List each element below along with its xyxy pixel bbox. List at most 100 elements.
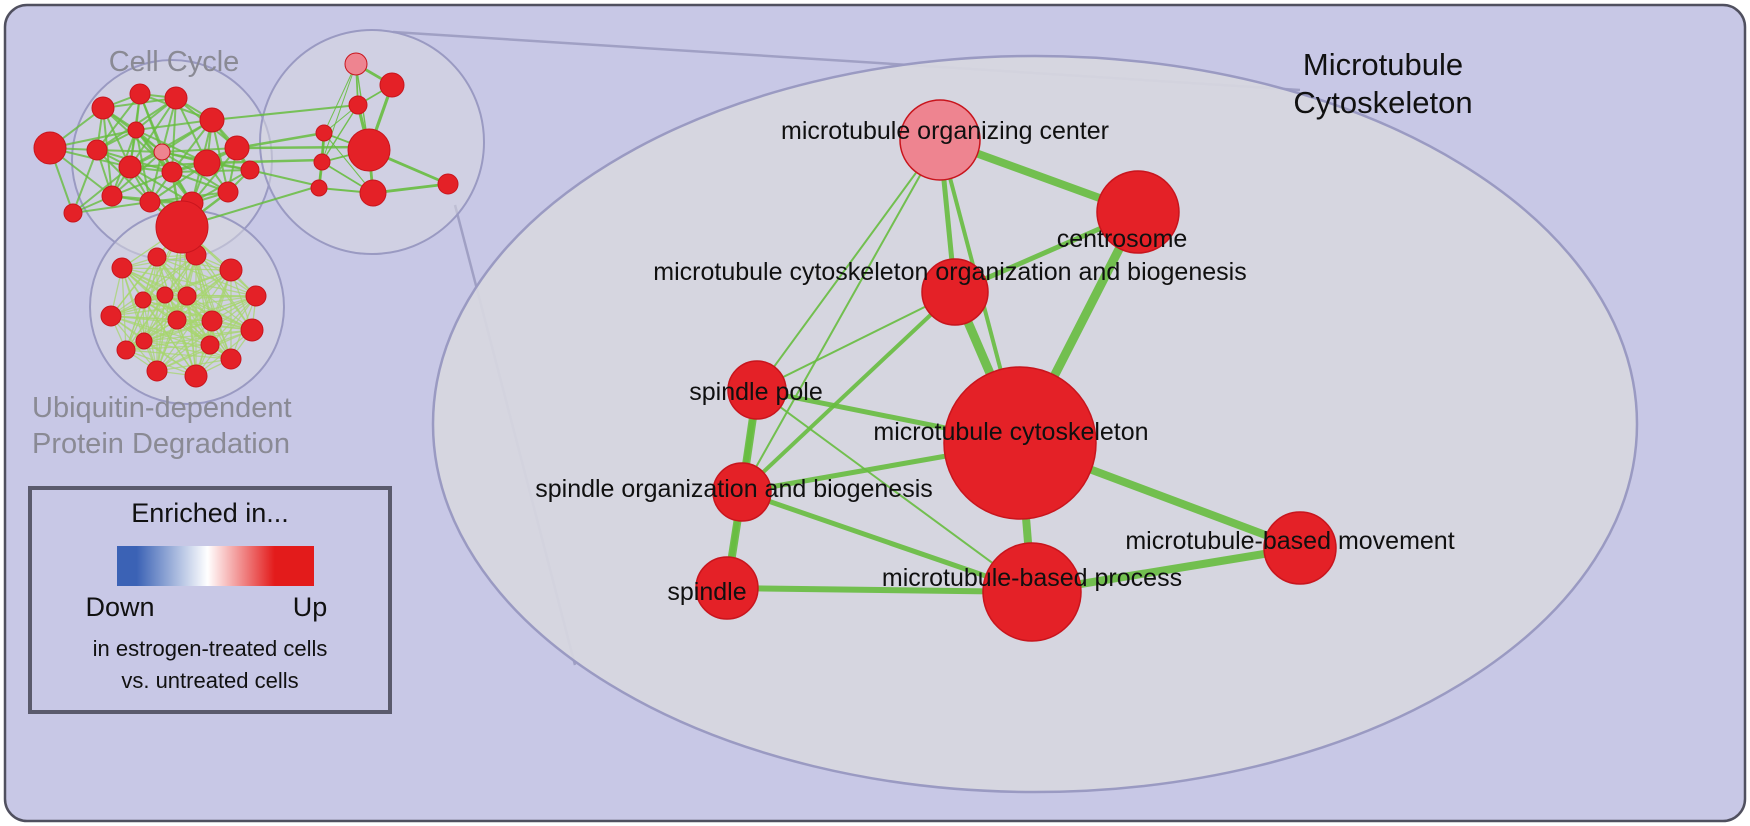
overview-edge: [135, 119, 213, 131]
zoom-node-cen: [1096, 170, 1180, 254]
overview-edge: [72, 201, 151, 214]
overview-node: [156, 286, 174, 304]
overview-mt-edge: [323, 63, 357, 134]
overview-edge: [209, 269, 232, 346]
zoom-edge-sp-mbp: [756, 389, 1033, 593]
overview-edge: [156, 294, 166, 372]
overview-edge: [164, 269, 232, 296]
overview-node: [201, 310, 223, 332]
zoom-node-spn: [695, 556, 759, 620]
overview-node-mc: [347, 128, 391, 172]
zoom-node-mcob: [921, 258, 989, 326]
overview-node: [245, 285, 267, 307]
overview-node: [91, 96, 115, 120]
overview-node: [199, 107, 225, 133]
overview-node: [220, 348, 242, 370]
overview-node: [116, 340, 136, 360]
overview-node: [101, 185, 123, 207]
overview-node: [167, 310, 187, 330]
overview-edge: [125, 344, 211, 351]
overview-edge: [164, 294, 211, 346]
overview-node: [193, 149, 221, 177]
overview-inter-edge: [236, 145, 370, 150]
zoom-edge-moc-sob: [741, 139, 941, 493]
overview-edge: [186, 295, 253, 331]
overview-inter-edge: [211, 104, 359, 121]
overview-node-cen: [379, 72, 405, 98]
overview-edge: [111, 171, 173, 197]
overview-node: [240, 160, 260, 180]
overview-node-mbm: [437, 173, 459, 195]
overview-node: [118, 155, 142, 179]
overview-node-mbp: [359, 179, 387, 207]
overview-node: [135, 332, 153, 350]
overview-node: [184, 364, 208, 388]
overview-node: [86, 139, 108, 161]
overview-edge: [156, 295, 257, 372]
overview-edge: [143, 295, 257, 342]
overview-mt-edge: [321, 104, 359, 163]
overview-edge: [161, 147, 238, 153]
overview-edge: [96, 149, 163, 153]
overview-node: [240, 318, 264, 342]
overview-edge: [96, 93, 141, 151]
overview-edge: [72, 149, 98, 214]
overview-edge: [102, 107, 113, 197]
overview-node: [139, 191, 161, 213]
zoom-node-label-mcob: microtubule cytoskeleton organization an…: [653, 258, 1246, 286]
overview-node: [177, 286, 197, 306]
overview-node: [127, 121, 145, 139]
overview-node: [63, 203, 83, 223]
zoom-node-label-sp: spindle pole: [689, 378, 822, 406]
overview-node: [100, 305, 122, 327]
overview-edge: [72, 166, 131, 214]
zoom-node-label-mbp: microtubule-based process: [882, 564, 1182, 592]
overview-node: [219, 258, 243, 282]
overview-node-spn: [310, 179, 328, 197]
overview-node: [33, 131, 67, 165]
zoom-edge-mcob-sp: [756, 291, 956, 391]
overview-node: [217, 181, 239, 203]
overview-node: [224, 135, 250, 161]
overview-edge: [110, 254, 197, 317]
overview-mt-edge: [321, 63, 357, 163]
zoom-node-mc: [943, 366, 1097, 520]
overview-edge: [143, 340, 211, 346]
zoom-node-label-mc: microtubule cytoskeleton: [873, 418, 1148, 446]
overview-node: [161, 161, 183, 183]
overview-bridge-node: [155, 200, 209, 254]
zoom-node-mbp: [982, 542, 1082, 642]
zoom-edge-sob-mbp: [741, 489, 1033, 595]
zoom-node-sp: [727, 360, 787, 420]
zoom-edge-mcob-sob: [740, 290, 957, 494]
zoom-node-label-moc: microtubule organizing center: [781, 117, 1109, 145]
overview-node: [111, 257, 133, 279]
overview-edge: [125, 349, 232, 360]
overview-edge: [129, 119, 213, 168]
overview-node: [134, 291, 152, 309]
zoom-edge-moc-sp: [756, 139, 941, 391]
zoom-node-moc: [899, 99, 981, 181]
overview-node: [147, 247, 167, 267]
overview-inter-edge: [249, 169, 320, 187]
overview-node: [129, 83, 151, 105]
zoom-node-label-spn: spindle: [667, 578, 746, 606]
overview-edge: [156, 256, 257, 297]
overview-edge: [171, 97, 177, 173]
zoom-edge-spn-mbp: [726, 585, 1033, 595]
overview-node: [164, 86, 188, 110]
overview-edge: [129, 97, 177, 168]
zoom-node-sob: [712, 462, 772, 522]
overview-node: [200, 335, 220, 355]
overview-node-moc: [344, 52, 368, 76]
zoom-node-label-cen: centrosome: [1057, 225, 1188, 253]
zoom-node-label-sob: spindle organization and biogenesis: [535, 475, 933, 503]
overview-node: [153, 143, 171, 161]
overview-node: [146, 360, 168, 382]
overview-node-sob: [313, 153, 331, 171]
overview-node-sp: [315, 124, 333, 142]
overview-node-mcob: [348, 95, 368, 115]
zoom-node-label-mbm: microtubule-based movement: [1125, 527, 1454, 555]
